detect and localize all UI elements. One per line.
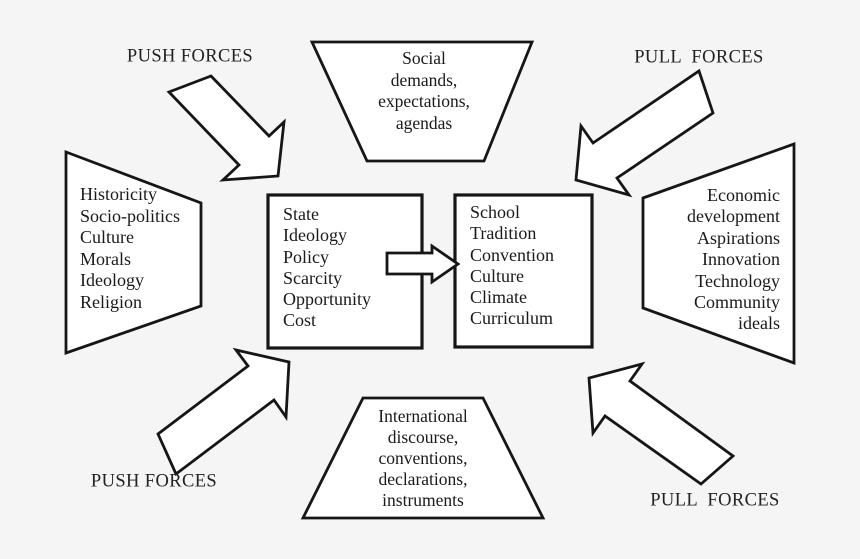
text-line: Culture [470, 265, 524, 286]
top-trapezoid-shape [309, 40, 535, 163]
text-line: Economic [707, 185, 780, 205]
text-line: Socio-politics [80, 205, 180, 226]
push-forces-label-bottom: PUSH FORCES [90, 471, 218, 492]
pull-arrow-bottom [587, 361, 736, 486]
text-line: Policy [283, 246, 330, 267]
center-arrow [385, 243, 461, 285]
text-line: Social [402, 48, 446, 68]
text-line: Convention [470, 244, 554, 265]
text-line: Scarcity [283, 267, 342, 288]
text-line: Ideology [80, 270, 144, 290]
text-line: Curriculum [470, 308, 553, 329]
bottom-trapezoid-shape [300, 396, 546, 520]
text-line: Ideology [283, 225, 347, 246]
text-line: Innovation [702, 249, 780, 270]
text-line: expectations, [378, 91, 470, 111]
left-trapezoid-shape [64, 149, 203, 355]
push-arrow-top [166, 74, 286, 182]
pull-forces-label-top: PULL FORCES [634, 47, 764, 68]
text-line: agendas [395, 112, 453, 133]
pull-arrow-top [574, 68, 715, 198]
text-line: Aspirations [697, 227, 780, 248]
text-line: Opportunity [283, 289, 371, 310]
pull-forces-label-bottom: PULL FORCES [650, 490, 780, 511]
text-line: International [378, 406, 468, 426]
text-line: conventions, [378, 448, 468, 468]
text-line: declarations, [378, 469, 468, 489]
push-forces-label-top: PUSH FORCES [126, 46, 254, 67]
push-arrow-bottom [156, 347, 291, 477]
text-line: Religion [80, 291, 142, 312]
right-trapezoid-shape [641, 142, 796, 365]
text-line: Cost [283, 310, 317, 331]
text-line: ideals [738, 313, 780, 334]
text-line: Climate [470, 287, 527, 308]
text-line: Technology [695, 270, 780, 291]
text-line: Historicity [80, 184, 157, 204]
text-line: Tradition [470, 223, 537, 244]
text-line: School [470, 202, 521, 222]
text-line: Community [693, 292, 780, 313]
text-line: Culture [80, 227, 134, 247]
text-line: State [283, 204, 319, 224]
text-line: discourse, [387, 427, 459, 447]
text-line: Morals [80, 248, 131, 269]
text-line: demands, [390, 69, 458, 90]
right-box-shape [453, 193, 594, 349]
text-line: instruments [382, 490, 464, 510]
text-line: development [687, 206, 780, 227]
